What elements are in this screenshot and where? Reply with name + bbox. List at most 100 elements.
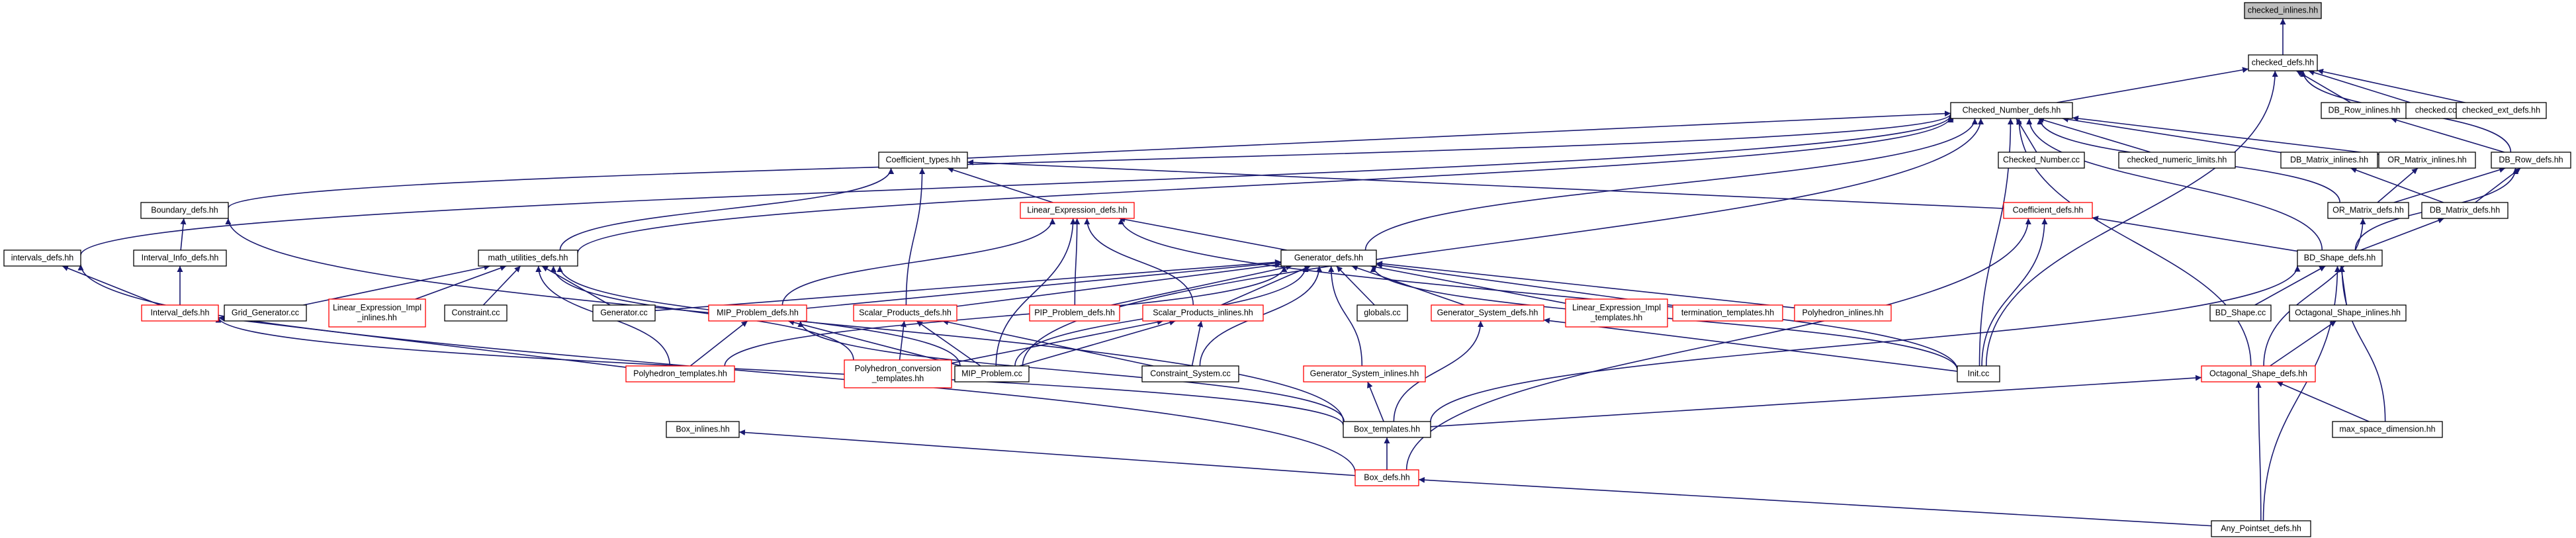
- file-node[interactable]: Generator_System_inlines.hh: [1303, 365, 1426, 382]
- file-node[interactable]: Polyhedron_conversion_templates.hh: [844, 359, 952, 388]
- node-box: [133, 249, 227, 267]
- file-node[interactable]: globals.cc: [1356, 304, 1408, 322]
- file-node[interactable]: Linear_Expression_Impl_inlines.hh: [328, 298, 426, 328]
- dependency-edge: [228, 113, 1954, 208]
- node-label: Polyhedron_inlines.hh: [1802, 308, 1883, 317]
- node-label: checked_defs.hh: [2252, 58, 2315, 67]
- file-node[interactable]: math_utilities_defs.hh: [478, 249, 578, 267]
- dependency-edge: [2308, 69, 2411, 103]
- node-box: [444, 304, 508, 322]
- file-node[interactable]: Octagonal_Shape_inlines.hh: [2289, 304, 2407, 322]
- dependency-edge: [689, 320, 748, 367]
- file-node[interactable]: Generator_System_defs.hh: [1431, 304, 1544, 322]
- dependency-edge: [1376, 261, 1795, 308]
- file-node[interactable]: OR_Matrix_defs.hh: [2327, 202, 2409, 219]
- file-node[interactable]: checked_numeric_limits.hh: [2118, 152, 2236, 169]
- file-node[interactable]: Coefficient_types.hh: [878, 152, 968, 169]
- file-node[interactable]: Grid_Generator.cc: [224, 304, 307, 322]
- node-label: termination_templates.hh: [1681, 308, 1774, 317]
- file-node[interactable]: Linear_Expression_Impl_templates.hh: [1565, 298, 1668, 328]
- node-label: checked_ext_defs.hh: [2462, 105, 2540, 114]
- dependency-edge: [1418, 476, 2212, 527]
- dependency-edge: [2276, 381, 2370, 422]
- node-label: Coefficient_types.hh: [885, 155, 960, 164]
- file-node[interactable]: checked_ext_defs.hh: [2456, 102, 2547, 119]
- dependency-edge: [1118, 218, 1958, 371]
- dependency-edge: [2360, 217, 2444, 251]
- dependency-edge: [995, 218, 1077, 367]
- dependency-edge: [1336, 265, 1375, 306]
- file-node[interactable]: DB_Row_inlines.hh: [2321, 102, 2408, 119]
- node-label: Generator_System_inlines.hh: [1310, 369, 1419, 378]
- file-node[interactable]: Polyhedron_templates.hh: [625, 365, 735, 382]
- file-node[interactable]: OR_Matrix_inlines.hh: [2378, 152, 2476, 169]
- file-node[interactable]: Checked_Number_defs.hh: [1950, 102, 2073, 119]
- file-node[interactable]: checked.cc: [2405, 102, 2466, 119]
- dependency-edge: [1221, 265, 1311, 306]
- file-node[interactable]: Box_defs.hh: [1355, 469, 1419, 486]
- node-label: DB_Row_inlines.hh: [2328, 105, 2400, 114]
- file-node[interactable]: checked_defs.hh: [2248, 54, 2318, 71]
- node-label: Scalar_Products_defs.hh: [859, 308, 952, 317]
- node-label: globals.cc: [1364, 308, 1401, 317]
- file-node[interactable]: Any_Pointset_defs.hh: [2211, 520, 2311, 537]
- file-node[interactable]: PIP_Problem_defs.hh: [1029, 304, 1120, 322]
- file-node[interactable]: Interval_defs.hh: [141, 304, 219, 322]
- file-node[interactable]: Scalar_Products_inlines.hh: [1142, 304, 1264, 322]
- file-node[interactable]: Boundary_defs.hh: [140, 202, 229, 219]
- dependency-edge: [806, 260, 1282, 309]
- file-node[interactable]: Init.cc: [1957, 365, 2000, 382]
- file-node[interactable]: Octagonal_Shape_defs.hh: [2201, 365, 2316, 382]
- file-node[interactable]: intervals_defs.hh: [3, 249, 81, 267]
- file-node[interactable]: Constraint_System.cc: [1141, 365, 1239, 382]
- dependency-edge: [724, 265, 1288, 367]
- node-box: [328, 298, 426, 328]
- file-node[interactable]: DB_Matrix_inlines.hh: [2280, 152, 2378, 169]
- nodes-layer: checked_inlines.hhchecked_defs.hhChecked…: [3, 2, 2571, 537]
- node-box: [140, 202, 229, 219]
- node-box: [1020, 202, 1135, 219]
- node-label: Checked_Number_defs.hh: [1963, 105, 2061, 114]
- node-label: Octagonal_Shape_inlines.hh: [2295, 308, 2401, 317]
- file-node[interactable]: Polyhedron_inlines.hh: [1794, 304, 1892, 322]
- file-node[interactable]: Box_inlines.hh: [666, 421, 740, 438]
- dependency-edge: [956, 262, 1282, 307]
- dependency-edge: [967, 159, 2004, 209]
- dependency-edge: [2377, 167, 2419, 203]
- file-node[interactable]: Generator.cc: [592, 304, 656, 322]
- node-label: Box_inlines.hh: [676, 424, 729, 433]
- dependency-edge: [2072, 115, 2379, 156]
- file-node[interactable]: Generator_defs.hh: [1280, 249, 1377, 267]
- file-node[interactable]: Checked_Number.cc: [1998, 152, 2085, 169]
- node-box: [2421, 202, 2509, 219]
- dependency-edge: [654, 259, 1282, 312]
- node-box: [1029, 304, 1120, 322]
- dependency-edge: [1074, 218, 1081, 306]
- file-node[interactable]: termination_templates.hh: [1672, 304, 1783, 322]
- node-label: MIP_Problem.cc: [961, 369, 1022, 378]
- node-label: _templates.hh: [871, 374, 924, 383]
- file-node[interactable]: Constraint.cc: [444, 304, 508, 322]
- file-node[interactable]: Scalar_Products_defs.hh: [853, 304, 957, 322]
- dependency-edge: [1111, 264, 1292, 306]
- file-node[interactable]: DB_Matrix_defs.hh: [2421, 202, 2509, 219]
- dependency-edge: [1981, 218, 2048, 367]
- node-label: Box_templates.hh: [1354, 424, 1420, 433]
- file-node[interactable]: Coefficient_defs.hh: [2003, 202, 2093, 219]
- node-label: max_space_dimension.hh: [2339, 424, 2435, 433]
- dependency-edge: [2255, 381, 2262, 521]
- file-node[interactable]: Interval_Info_defs.hh: [133, 249, 227, 267]
- file-node[interactable]: BD_Shape.cc: [2209, 304, 2272, 322]
- file-node[interactable]: DB_Row_defs.hh: [2491, 152, 2571, 169]
- file-node[interactable]: max_space_dimension.hh: [2332, 421, 2443, 438]
- file-node[interactable]: MIP_Problem_defs.hh: [708, 304, 807, 322]
- node-box: [592, 304, 656, 322]
- node-box: [2327, 202, 2409, 219]
- file-node[interactable]: MIP_Problem.cc: [954, 365, 1030, 382]
- file-node[interactable]: BD_Shape_defs.hh: [2297, 249, 2383, 267]
- file-node[interactable]: Box_templates.hh: [1343, 421, 1431, 438]
- file-node[interactable]: Linear_Expression_defs.hh: [1020, 202, 1135, 219]
- edges-layer: [62, 19, 2521, 527]
- dependency-edge: [62, 265, 161, 306]
